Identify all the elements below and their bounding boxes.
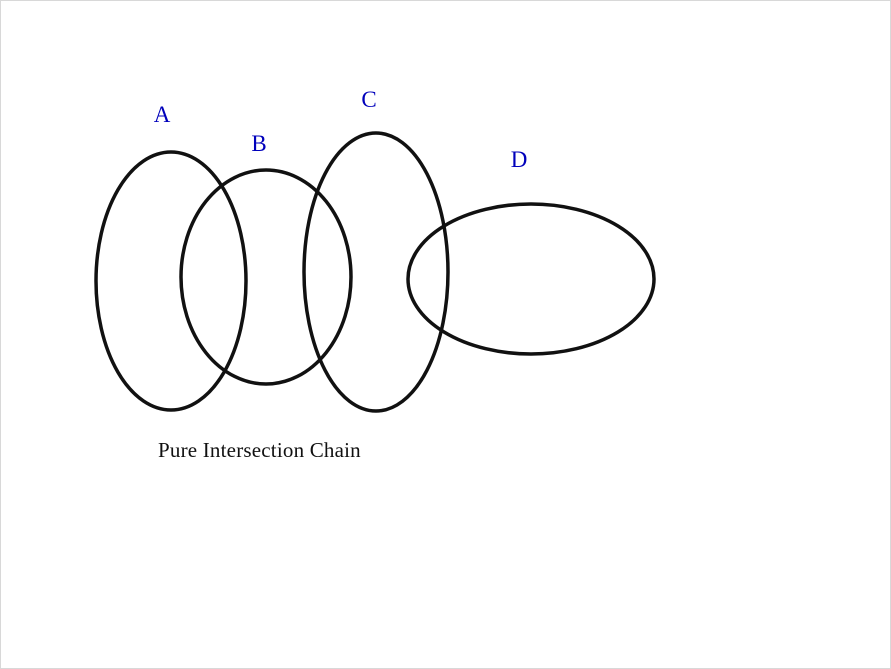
set-ellipse-B xyxy=(179,168,353,386)
set-ellipse-A xyxy=(94,150,248,412)
set-label-B: B xyxy=(251,131,266,156)
diagram-caption: Pure Intersection Chain xyxy=(158,438,361,462)
set-ellipse-C xyxy=(302,131,450,413)
set-label-D: D xyxy=(511,147,528,172)
set-label-A: A xyxy=(154,102,171,127)
set-label-C: C xyxy=(361,87,376,112)
set-ellipse-D xyxy=(406,202,656,356)
